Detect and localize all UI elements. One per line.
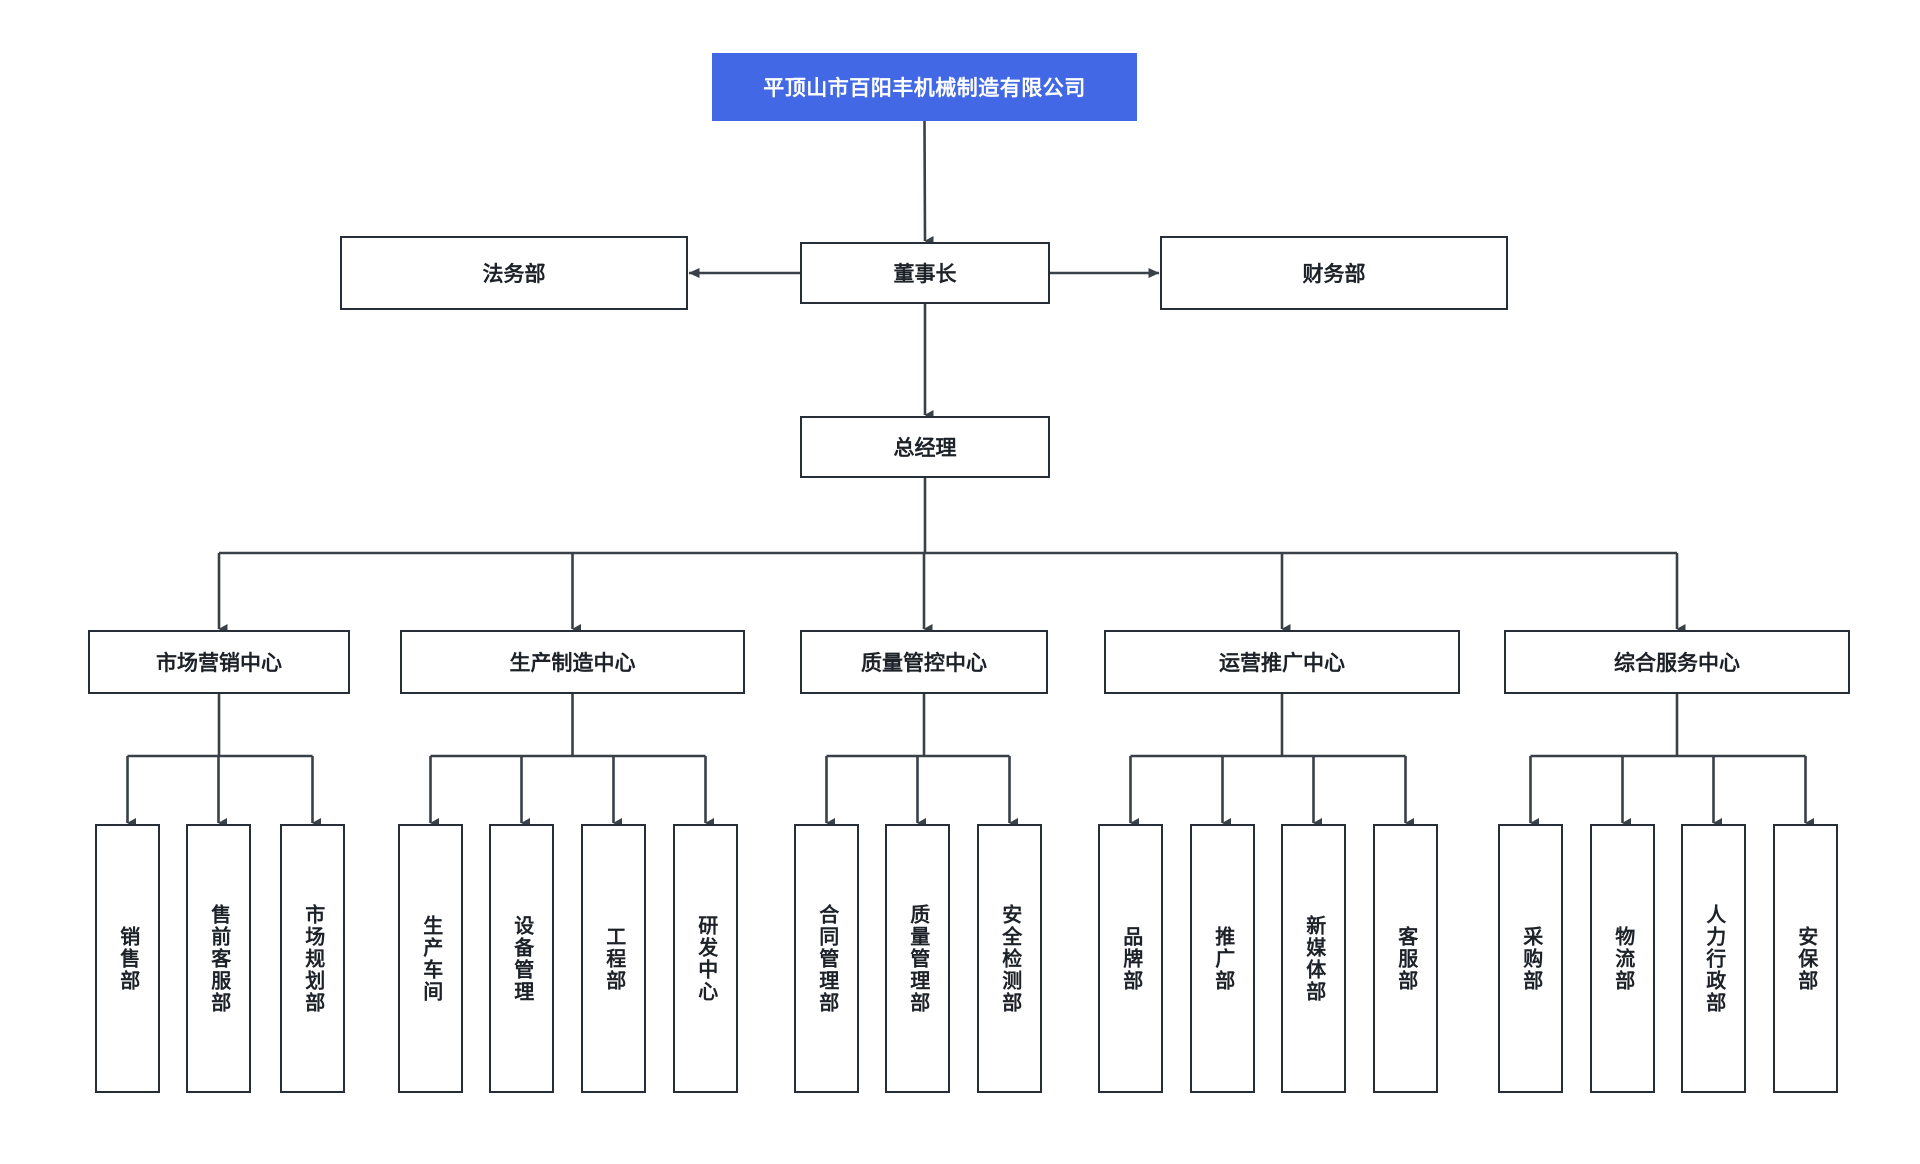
node-label: 质量管控中心 <box>861 652 987 675</box>
node-operations-promotion-center[interactable]: 运营推广中心 <box>1104 630 1460 694</box>
node-logistics-dept[interactable]: 物流部 <box>1590 824 1655 1093</box>
node-manufacturing-center[interactable]: 生产制造中心 <box>400 630 745 694</box>
node-general-service-center[interactable]: 综合服务中心 <box>1504 630 1850 694</box>
node-hr-admin-dept[interactable]: 人力行政部 <box>1681 824 1746 1093</box>
node-label: 推广部 <box>1211 925 1234 992</box>
node-label: 人力行政部 <box>1702 903 1725 1014</box>
node-finance-dept[interactable]: 财务部 <box>1160 236 1508 310</box>
node-label: 设备管理 <box>510 914 533 1003</box>
node-quality-management-dept[interactable]: 质量管理部 <box>885 824 950 1093</box>
node-label: 市场规划部 <box>301 903 324 1014</box>
node-new-media-dept[interactable]: 新媒体部 <box>1281 824 1346 1093</box>
node-label: 综合服务中心 <box>1614 652 1740 675</box>
node-label: 研发中心 <box>694 914 717 1003</box>
node-engineering-dept[interactable]: 工程部 <box>581 824 646 1093</box>
node-procurement-dept[interactable]: 采购部 <box>1498 824 1563 1093</box>
node-market-planning-dept[interactable]: 市场规划部 <box>280 824 345 1093</box>
node-sales-dept[interactable]: 销售部 <box>95 824 160 1093</box>
node-label: 售前客服部 <box>207 903 230 1014</box>
node-label: 合同管理部 <box>815 903 838 1014</box>
node-label: 生产制造中心 <box>509 652 636 675</box>
node-label: 工程部 <box>602 925 625 992</box>
node-legal-dept[interactable]: 法务部 <box>340 236 688 310</box>
node-production-workshop[interactable]: 生产车间 <box>398 824 463 1093</box>
node-label: 安保部 <box>1794 925 1817 992</box>
node-brand-dept[interactable]: 品牌部 <box>1098 824 1163 1093</box>
node-general-manager[interactable]: 总经理 <box>800 416 1050 478</box>
node-label: 客服部 <box>1394 925 1417 992</box>
node-presales-service-dept[interactable]: 售前客服部 <box>186 824 251 1093</box>
node-quality-control-center[interactable]: 质量管控中心 <box>800 630 1048 694</box>
node-customer-service-dept[interactable]: 客服部 <box>1373 824 1438 1093</box>
node-label: 财务部 <box>1302 263 1366 286</box>
node-label: 质量管理部 <box>906 903 929 1014</box>
node-label: 采购部 <box>1519 925 1542 992</box>
node-promotion-dept[interactable]: 推广部 <box>1190 824 1255 1093</box>
node-label: 总经理 <box>893 437 957 460</box>
node-chairman[interactable]: 董事长 <box>800 242 1050 304</box>
node-contract-management-dept[interactable]: 合同管理部 <box>794 824 859 1093</box>
node-label: 销售部 <box>116 925 139 992</box>
node-label: 物流部 <box>1611 925 1634 992</box>
node-label: 品牌部 <box>1119 925 1142 992</box>
node-label: 平顶山市百阳丰机械制造有限公司 <box>763 77 1086 100</box>
node-safety-inspection-dept[interactable]: 安全检测部 <box>977 824 1042 1093</box>
node-label: 市场营销中心 <box>156 652 282 675</box>
node-company-root[interactable]: 平顶山市百阳丰机械制造有限公司 <box>712 53 1137 121</box>
node-label: 董事长 <box>893 263 957 286</box>
node-rnd-center[interactable]: 研发中心 <box>673 824 738 1093</box>
node-label: 安全检测部 <box>998 903 1021 1014</box>
node-label: 生产车间 <box>419 914 442 1003</box>
node-marketing-center[interactable]: 市场营销中心 <box>88 630 350 694</box>
node-label: 新媒体部 <box>1302 914 1325 1003</box>
node-label: 运营推广中心 <box>1219 652 1345 675</box>
node-security-dept[interactable]: 安保部 <box>1773 824 1838 1093</box>
node-equipment-management[interactable]: 设备管理 <box>489 824 554 1093</box>
node-label: 法务部 <box>482 263 546 286</box>
